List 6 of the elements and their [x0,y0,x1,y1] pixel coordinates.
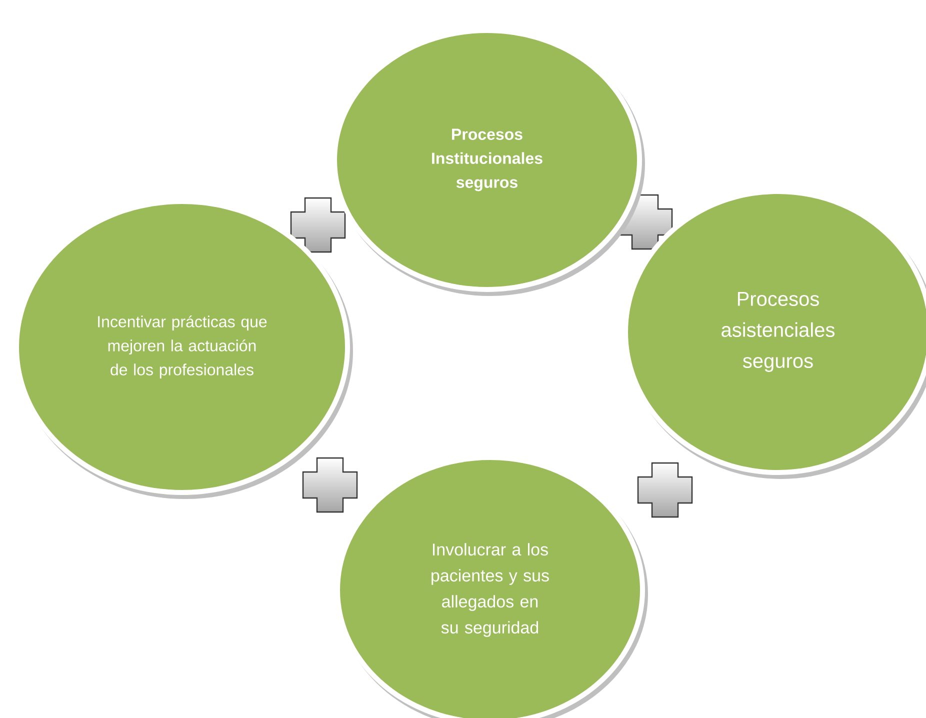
circle-node: Incentivar prácticas que mejoren la actuación de los profesionales [14,199,350,495]
node-label: Involucrar a los pacientes y sus allegados en su seguridad [432,543,549,637]
node-label: Procesos Institucionales seguros [432,128,542,192]
node-label: Incentivar prácticas que mejoren la actuación de los profesionales [98,315,267,379]
circle-node: Procesos Institucionales seguros [332,28,642,292]
node-label: Procesos asistenciales seguros [722,292,835,372]
